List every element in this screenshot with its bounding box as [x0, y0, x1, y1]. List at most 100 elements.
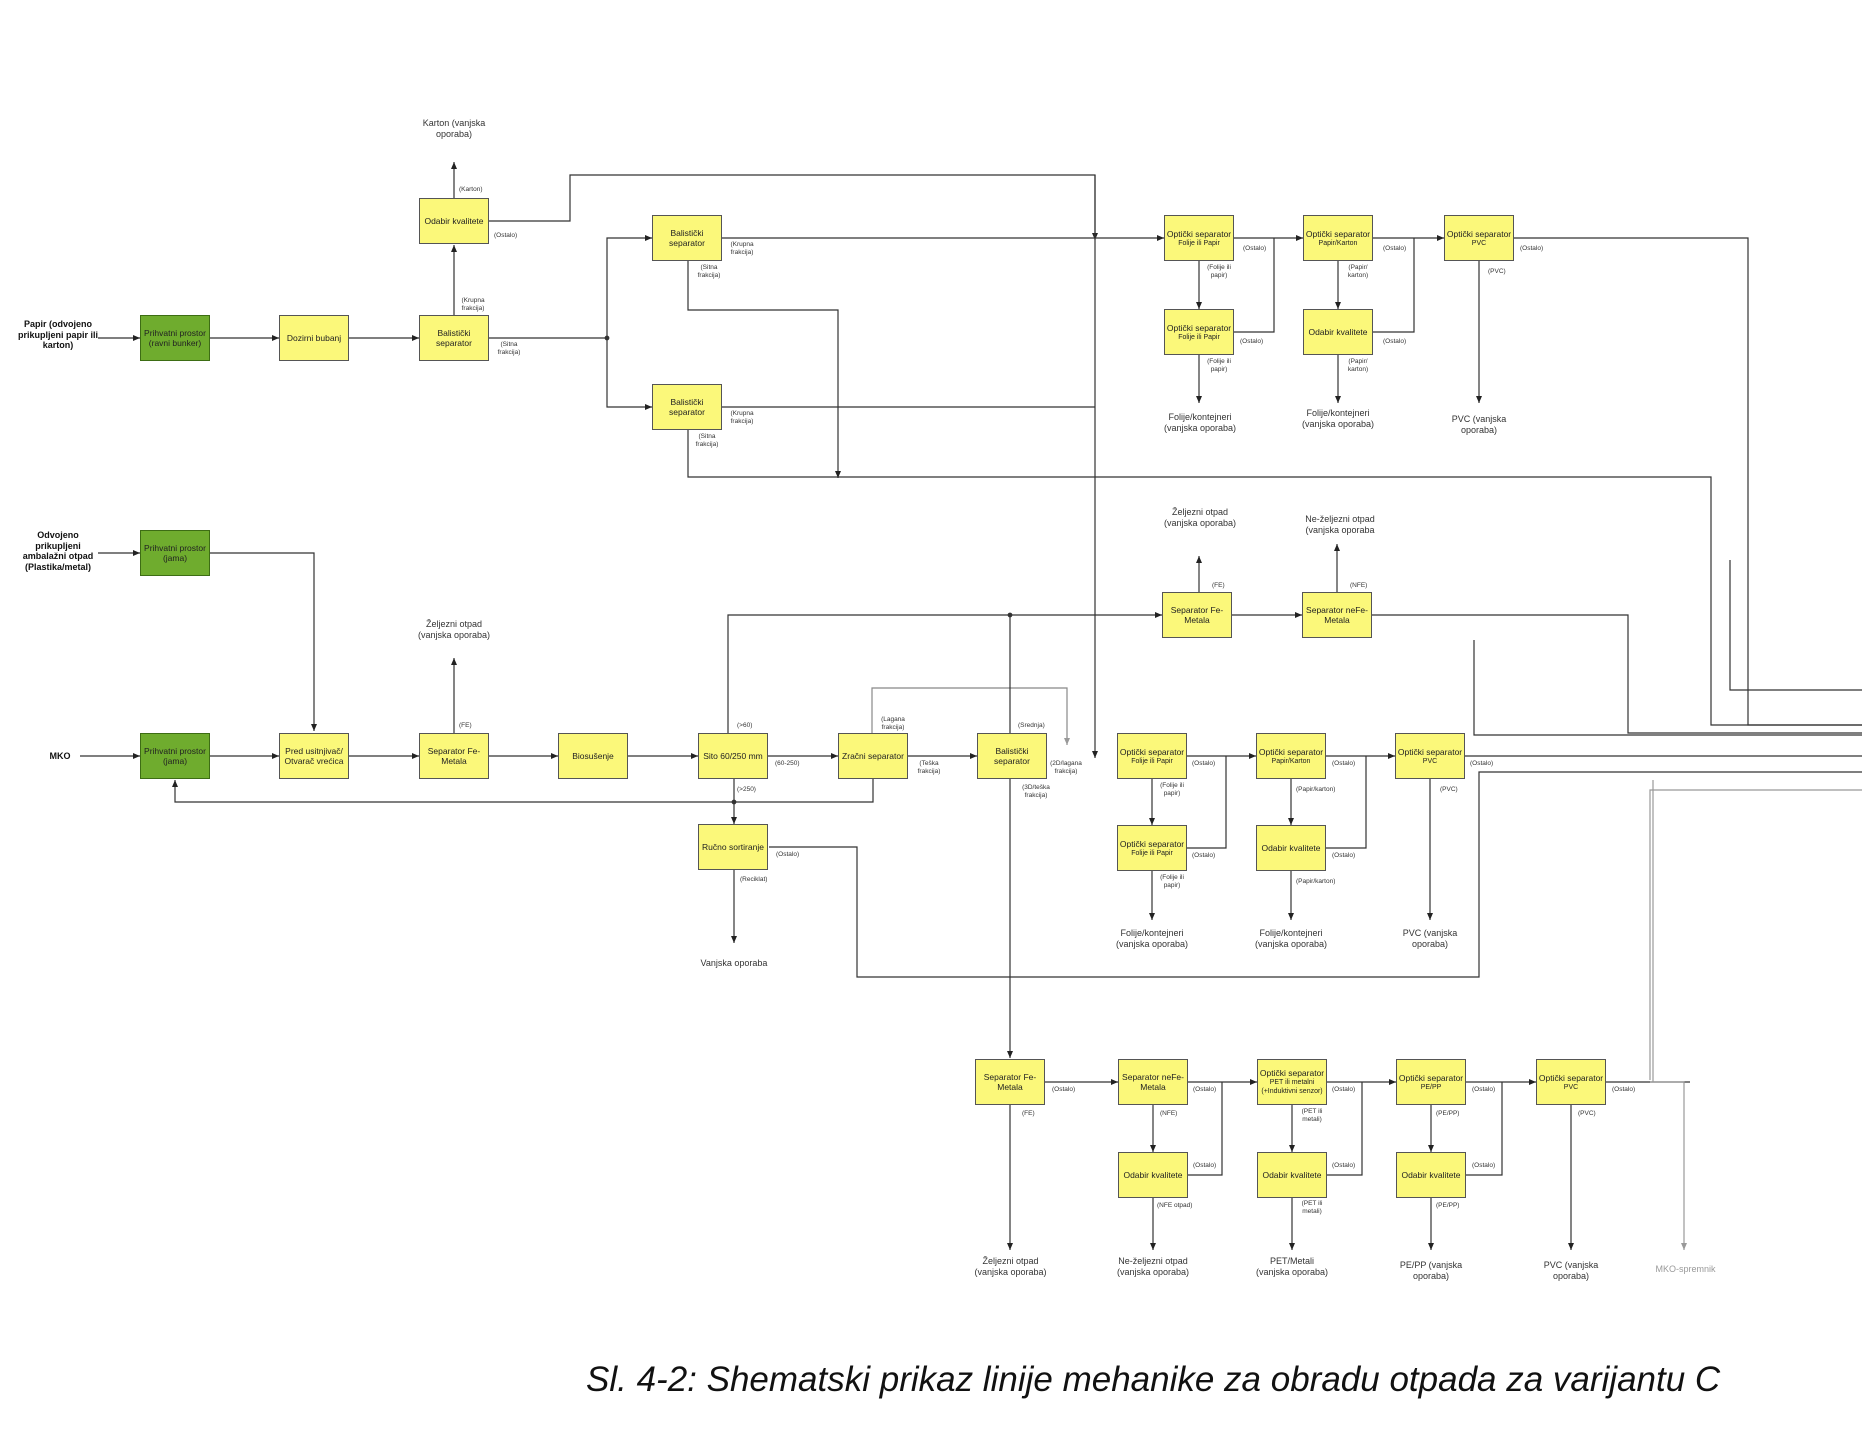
flow-label: (Ostalo) [776, 851, 800, 858]
connector [1473, 640, 1862, 736]
flow-label: (Ostalo) [1332, 1162, 1356, 1169]
process-box: Odabir kvalitete [1303, 309, 1373, 355]
process-box: Odabir kvalitete [419, 198, 489, 244]
flow-label: (NFE) [1160, 1110, 1178, 1117]
connector [1514, 237, 1862, 726]
output-label: MKO-spremnik [1655, 1264, 1716, 1274]
flow-label: (NFE otpad) [1157, 1202, 1193, 1209]
connector [1326, 756, 1367, 849]
connector [1188, 1082, 1223, 1176]
flow-label: (Sitna frakcija) [497, 341, 521, 356]
flow-label: (Karton) [459, 186, 483, 193]
output-label: Karton (vanjska oporaba) [422, 118, 486, 139]
flow-label: (Ostalo) [1332, 1086, 1356, 1093]
flow-label: (Reciklat) [740, 876, 768, 883]
process-box: Ručno sortiranje [698, 824, 768, 870]
flow-label: (Krupna frakcija) [730, 241, 754, 256]
flow-label: (NFE) [1350, 582, 1368, 589]
process-box: Separator Fe-Metala [975, 1059, 1045, 1105]
source-label: Papir (odvojeno prikupljeni papir ili ka… [18, 319, 99, 350]
connector [1234, 238, 1275, 333]
flow-label: (FE) [459, 722, 472, 729]
process-box: Prihvatni prostor (jama) [140, 733, 210, 779]
flow-label: (PET ili metali) [1301, 1108, 1323, 1123]
flow-label: (PE/PP) [1436, 1110, 1460, 1117]
flow-label: (Teška frakcija) [917, 760, 941, 775]
output-label: PET/Metali (vanjska oporaba) [1255, 1256, 1329, 1277]
process-box: Prihvatni prostor (jama) [140, 530, 210, 576]
connector [1187, 756, 1227, 849]
connector [1373, 238, 1415, 333]
connector [1466, 1082, 1503, 1176]
connector [489, 174, 1098, 240]
flow-label: (Ostalo) [1472, 1162, 1496, 1169]
flow-label: (FE) [1212, 582, 1225, 589]
flow-label: (PVC) [1578, 1110, 1596, 1117]
process-box: Balistički separator [652, 215, 722, 261]
connector [871, 687, 1070, 745]
figure-caption: Sl. 4-2: Shematski prikaz linije mehanik… [586, 1360, 1721, 1399]
flow-label: (Ostalo) [1193, 1162, 1217, 1169]
connector [1649, 789, 1862, 1080]
output-label: PE/PP (vanjska oporaba) [1399, 1260, 1463, 1281]
flow-label: (3D/teška frakcija) [1022, 784, 1050, 799]
output-label: Vanjska oporaba [700, 958, 768, 968]
flow-label: (Folije ili papir) [1207, 358, 1231, 373]
flow-label: (Ostalo) [1192, 852, 1216, 859]
process-box: Balistički separator [652, 384, 722, 430]
source-label: Odvojeno prikupljeni ambalažni otpad (Pl… [22, 530, 94, 572]
flow-label: (Sitna frakcija) [697, 264, 721, 279]
flow-label: (Lagana frakcija) [881, 716, 905, 731]
process-box: Prihvatni prostor (ravni bunker) [140, 315, 210, 361]
connector [1650, 1081, 1687, 1250]
flow-label: (>250) [737, 786, 756, 793]
flow-label: (Sitna frakcija) [695, 433, 719, 448]
connector [606, 235, 652, 338]
flow-label: (Papir/ karton) [1347, 264, 1369, 279]
process-box: Separator neFe-Metala [1118, 1059, 1188, 1105]
output-label: PVC (vanjska oporaba) [1543, 1260, 1599, 1281]
source-label: MKO [49, 751, 71, 761]
flow-label: (Krupna frakcija) [461, 297, 485, 312]
connector [1327, 1082, 1363, 1176]
flow-label: (Ostalo) [494, 232, 518, 239]
flow-label: (FE) [1022, 1110, 1035, 1117]
flow-label: (Ostalo) [1193, 1086, 1217, 1093]
connector [1372, 614, 1862, 734]
output-label: Folije/kontejneri (vanjska oporaba) [1301, 408, 1375, 429]
process-box: Pred usitnjivač/ Otvarač vrećica [279, 733, 349, 779]
process-box: Balistički separator [419, 315, 489, 361]
process-box: Odabir kvalitete [1118, 1152, 1188, 1198]
output-label: Ne-željezni otpad (vanjska oporaba) [1116, 1256, 1190, 1277]
flow-label: (PET ili metali) [1301, 1200, 1323, 1215]
output-label: Željezni otpad (vanjska oporaba) [974, 1256, 1047, 1277]
flow-label: (Ostalo) [1520, 245, 1544, 252]
flow-label: (Ostalo) [1470, 760, 1494, 767]
output-label: PVC (vanjska oporaba) [1402, 928, 1458, 949]
connector [172, 779, 874, 803]
flow-label: (Ostalo) [1472, 1086, 1496, 1093]
process-box: Separator neFe-Metala [1302, 592, 1372, 638]
flow-label: (Papir/karton) [1296, 878, 1336, 885]
flow-label: (PVC) [1488, 268, 1506, 275]
output-label: Željezni otpad (vanjska oporaba) [1163, 507, 1237, 528]
flow-label: (Folije ili papir) [1207, 264, 1231, 279]
output-label: Ne-željezni otpad (vanjska oporaba [1305, 514, 1375, 535]
output-label: PVC (vanjska oporaba) [1451, 414, 1507, 435]
connector [687, 261, 841, 478]
process-box: Odabir kvalitete [1257, 1152, 1327, 1198]
process-box: Dozirni bubanj [279, 315, 349, 361]
connector [727, 614, 1010, 733]
output-label: Folije/kontejneri (vanjska oporaba) [1115, 928, 1189, 949]
flow-label: (Ostalo) [1383, 245, 1407, 252]
